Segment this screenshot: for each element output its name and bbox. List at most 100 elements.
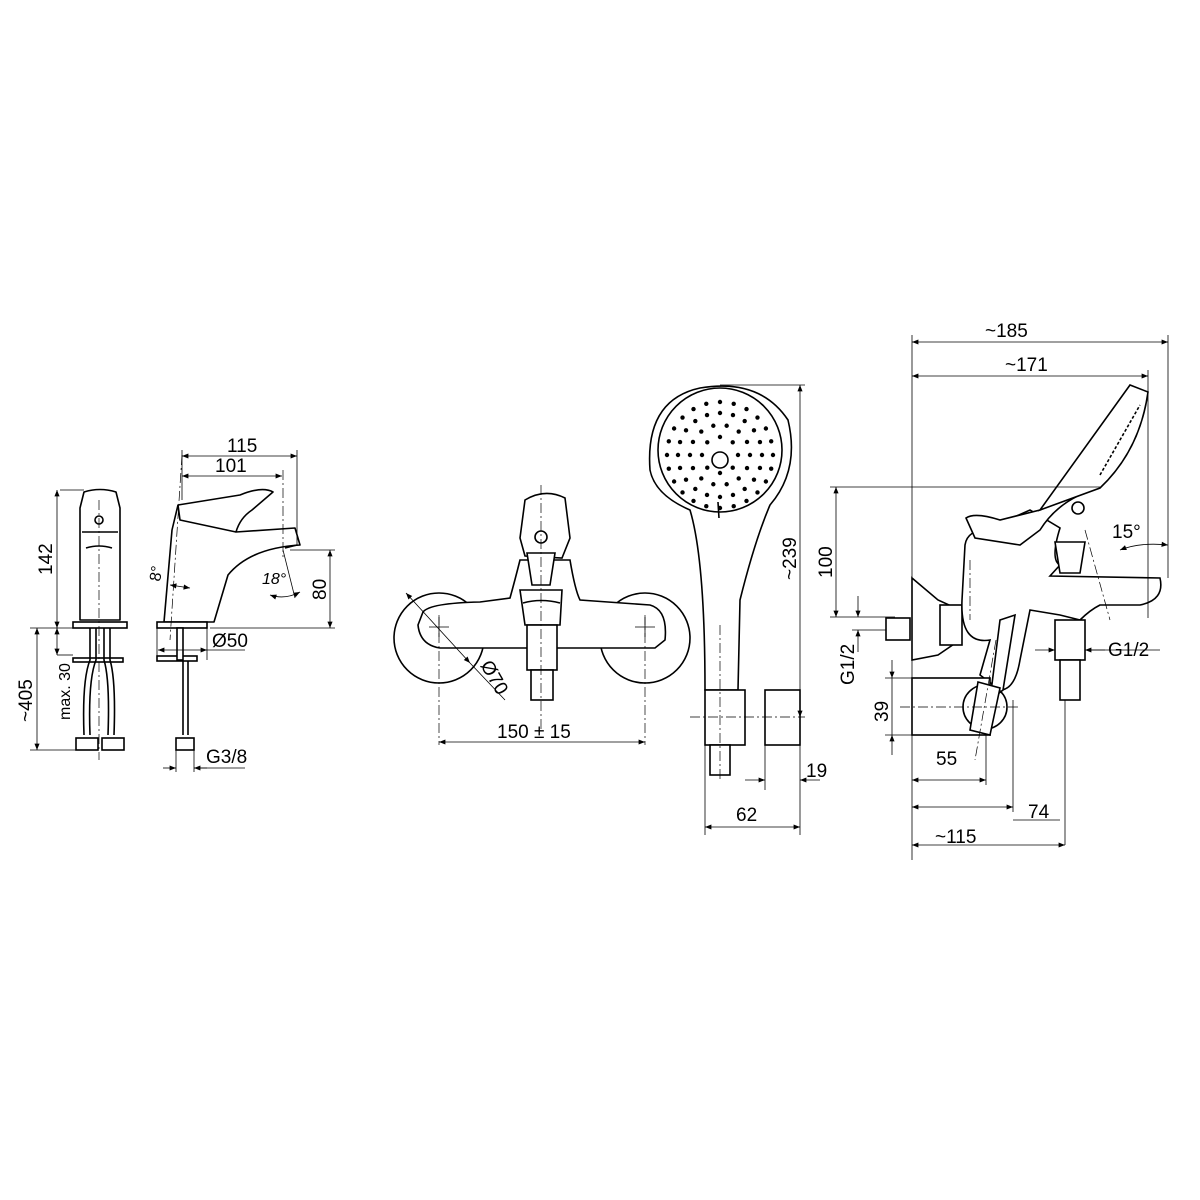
- nozzle-dot: [704, 412, 710, 418]
- basin-mixer-front-dimensions: 142 ~405 max. 30: [16, 489, 84, 751]
- angle-15-label: 15°: [1112, 522, 1141, 543]
- nozzle-dot: [731, 503, 736, 509]
- nozzle-dot: [744, 406, 749, 412]
- nozzle-dot: [683, 477, 689, 482]
- nozzle-dot: [671, 426, 677, 431]
- width-185-label: ~185: [985, 321, 1028, 342]
- nozzle-dot: [717, 410, 723, 416]
- nozzle-dot: [717, 470, 723, 476]
- nozzle-dot: [724, 423, 729, 428]
- nozzle-dot: [699, 476, 704, 481]
- dim-55-label: 55: [936, 749, 957, 770]
- nozzle-dot: [691, 406, 696, 412]
- nozzle-dot: [724, 482, 729, 487]
- nozzle-dot: [699, 452, 705, 458]
- nozzle-dot: [770, 452, 776, 458]
- nozzle-dot: [691, 498, 696, 504]
- height-100-label: 100: [816, 546, 837, 578]
- diameter-50-label: Ø50: [212, 631, 248, 652]
- hand-shower-dimensions: ~239 19 62: [704, 384, 827, 835]
- nozzle-dot: [730, 465, 735, 470]
- nozzle-dot: [768, 466, 774, 471]
- nozzle-dot: [744, 439, 750, 445]
- nozzle-dot: [747, 452, 753, 458]
- nozzle-dot: [736, 429, 741, 434]
- basin-mixer-side-dimensions: 115 101 80 8° 18° Ø50 G3/8: [147, 436, 335, 772]
- nozzle-dot: [755, 415, 760, 420]
- max-30-label: max. 30: [57, 663, 74, 720]
- width-171-label: ~171: [1005, 355, 1048, 376]
- nozzle-dot: [751, 428, 757, 433]
- nozzle-dot: [693, 418, 698, 424]
- nozzle-dot: [744, 498, 749, 504]
- height-39-label: 39: [872, 701, 893, 722]
- g38-connection-label: G3/8: [206, 747, 247, 768]
- depth-19-label: 19: [806, 761, 827, 782]
- nozzle-dot: [736, 476, 741, 481]
- nozzle-dot: [759, 452, 765, 458]
- nozzle-dot: [693, 486, 698, 492]
- nozzle-dot: [751, 477, 757, 482]
- basin-mixer-side-view: [156, 454, 301, 751]
- nozzle-dot: [742, 486, 747, 492]
- nozzle-dot: [763, 426, 769, 431]
- nozzle-dot: [730, 412, 736, 418]
- nozzle-dot: [690, 465, 696, 471]
- nozzle-dot: [757, 439, 763, 445]
- bath-mixer-front-view: [393, 485, 691, 745]
- outlet-g12-label: G1/2: [1108, 640, 1149, 661]
- nozzle-dot: [704, 401, 709, 407]
- nozzle-dot: [742, 418, 747, 424]
- hand-shower-view: [648, 385, 805, 780]
- nozzle-dot: [699, 429, 704, 434]
- distance-150-label: 150 ± 15: [497, 722, 571, 743]
- bath-mixer-side-dimensions: ~185 ~171 100 G1/2 39 55 74 ~115 G1/2 15…: [816, 321, 1169, 860]
- nozzle-dot: [735, 452, 741, 458]
- length-239-label: ~239: [780, 537, 801, 580]
- nozzle-dot: [730, 440, 735, 445]
- wall-g12-label: G1/2: [838, 644, 859, 685]
- nozzle-dot: [666, 466, 672, 471]
- nozzle-dot: [730, 492, 736, 498]
- nozzle-dot: [705, 465, 710, 470]
- nozzle-dot: [744, 465, 750, 471]
- angle-8-label: 8°: [147, 565, 166, 583]
- nozzle-dot: [687, 452, 693, 458]
- nozzle-dot: [704, 503, 709, 509]
- nozzle-dot: [677, 439, 683, 445]
- basin-mixer-front-view: [72, 488, 128, 760]
- nozzle-dot: [705, 440, 710, 445]
- nozzle-dot: [757, 465, 763, 471]
- nozzle-dot: [711, 423, 716, 428]
- height-142-label: 142: [36, 543, 57, 575]
- diameter-70-label: Ø70: [476, 657, 512, 699]
- offset-62-label: 62: [736, 805, 757, 826]
- width-115-label: 115: [227, 436, 257, 457]
- length-405-label: ~405: [16, 679, 37, 722]
- angle-18-label: 18°: [262, 571, 287, 588]
- width-101-label: 101: [215, 456, 247, 477]
- nozzle-dot: [677, 465, 683, 471]
- shower-nozzle-pattern: [664, 399, 776, 511]
- nozzle-dot: [664, 452, 670, 458]
- projection-115-label: ~115: [935, 827, 976, 848]
- nozzle-dot: [666, 439, 672, 444]
- nozzle-dot: [711, 482, 716, 487]
- nozzle-dot: [755, 490, 760, 495]
- nozzle-dot: [690, 439, 696, 445]
- bath-mixer-side-view: [885, 384, 1162, 761]
- nozzle-dot: [717, 399, 723, 405]
- nozzle-dot: [680, 490, 685, 495]
- nozzle-dot: [717, 434, 723, 440]
- height-80-label: 80: [310, 579, 331, 600]
- nozzle-dot: [671, 479, 677, 484]
- dim-74-label: 74: [1028, 802, 1050, 823]
- nozzle-dot: [717, 494, 723, 500]
- nozzle-dot: [763, 479, 769, 484]
- nozzle-dot: [768, 439, 774, 444]
- nozzle-dot: [680, 415, 685, 420]
- nozzle-dot: [704, 492, 710, 498]
- nozzle-dot: [675, 452, 681, 458]
- nozzle-dot: [731, 401, 736, 407]
